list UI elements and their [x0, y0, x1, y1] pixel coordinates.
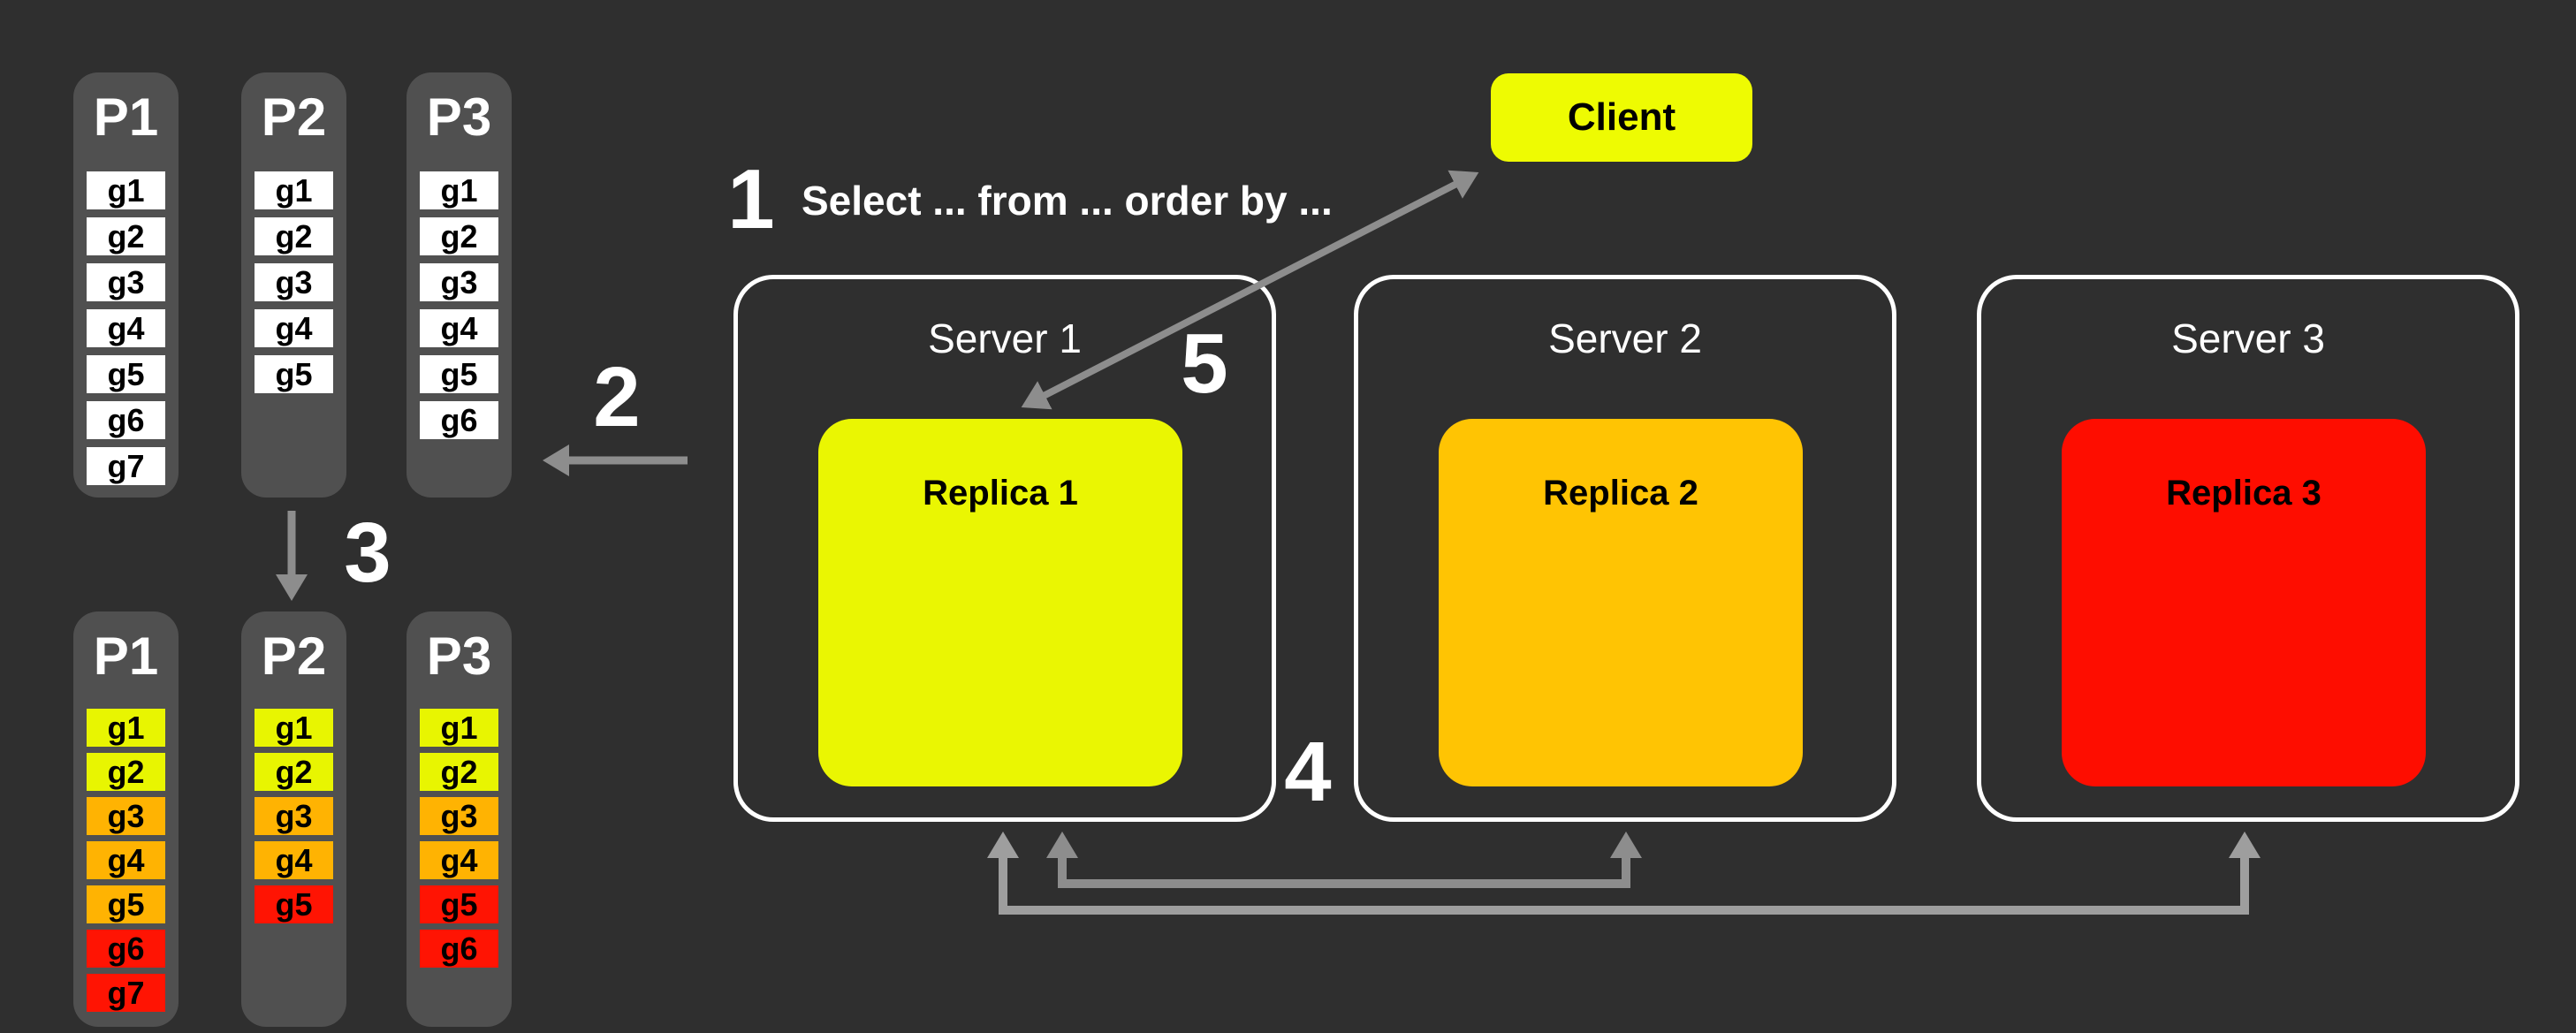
partition-cell: g3 [87, 797, 165, 835]
partition-cell: g5 [255, 355, 333, 393]
partition-cells: g1 g2 g3 g4 g5 g6 g7 [87, 171, 165, 493]
replica-label: Replica 2 [1543, 474, 1698, 513]
partition-column: P2 g1 g2 g3 g4 g5 [241, 72, 346, 498]
partition-cell: g5 [420, 355, 498, 393]
partition-cell: g6 [420, 930, 498, 968]
partition-cell: g4 [255, 841, 333, 879]
partition-cell: g1 [87, 709, 165, 747]
partition-column: P1 g1 g2 g3 g4 g5 g6 g7 [73, 611, 179, 1027]
partition-cell: g7 [87, 974, 165, 1012]
partition-cell: g2 [255, 217, 333, 255]
partition-cell: g1 [255, 171, 333, 209]
partition-cells: g1 g2 g3 g4 g5 g6 [420, 171, 498, 447]
partition-cell: g3 [255, 797, 333, 835]
step-4-label: 4 [1284, 725, 1332, 819]
partition-cell: g3 [420, 797, 498, 835]
partition-column: P1 g1 g2 g3 g4 g5 g6 g7 [73, 72, 179, 498]
partition-column: P2 g1 g2 g3 g4 g5 [241, 611, 346, 1027]
partition-cell: g6 [420, 401, 498, 439]
partition-cell: g4 [255, 309, 333, 347]
replica-box: Replica 2 [1439, 419, 1803, 786]
replica-label: Replica 3 [2166, 474, 2321, 513]
partition-cells: g1 g2 g3 g4 g5 g6 [420, 709, 498, 974]
client-node: Client [1491, 73, 1752, 162]
replica-box: Replica 3 [2062, 419, 2426, 786]
partition-cell: g4 [420, 309, 498, 347]
partition-cell: g2 [420, 753, 498, 791]
step-2-label: 2 [593, 350, 641, 444]
partition-cell: g6 [87, 401, 165, 439]
partition-cell: g5 [87, 885, 165, 923]
partition-title: P3 [426, 627, 492, 686]
replica-box: Replica 1 [818, 419, 1182, 786]
server1-server2-replication-arrow [1046, 832, 1642, 888]
partition-cell: g1 [420, 171, 498, 209]
partition-cell: g2 [87, 753, 165, 791]
partition-cell: g6 [87, 930, 165, 968]
partition-cell: g3 [420, 263, 498, 301]
partition-cell: g5 [255, 885, 333, 923]
replica-label: Replica 1 [923, 474, 1078, 513]
step-1-label: 1 [727, 152, 775, 247]
partition-column: P3 g1 g2 g3 g4 g5 g6 [407, 611, 512, 1027]
partition-cells: g1 g2 g3 g4 g5 [255, 709, 333, 930]
partition-cells: g1 g2 g3 g4 g5 g6 g7 [87, 709, 165, 1018]
step-3-label: 3 [344, 505, 391, 600]
partition-cell: g4 [87, 841, 165, 879]
partition-title: P3 [426, 87, 492, 147]
partition-cell: g5 [87, 355, 165, 393]
partition-cell: g1 [420, 709, 498, 747]
partition-column: P3 g1 g2 g3 g4 g5 g6 [407, 72, 512, 498]
server-title: Server 2 [1548, 315, 1702, 361]
partition-cell: g4 [87, 309, 165, 347]
partition-cell: g5 [420, 885, 498, 923]
partition-cell: g4 [420, 841, 498, 879]
server-box: Server 2 Replica 2 [1354, 275, 1896, 822]
server-box: Server 3 Replica 3 [1977, 275, 2519, 822]
step-5-label: 5 [1181, 316, 1228, 411]
partition-title: P2 [261, 627, 327, 686]
server1-server3-replication-arrow [987, 832, 2261, 915]
partition-title: P1 [93, 87, 159, 147]
partition-cell: g3 [87, 263, 165, 301]
partition-title: P2 [261, 87, 327, 147]
partition-cell: g1 [87, 171, 165, 209]
partition-cell: g7 [87, 447, 165, 485]
server-title: Server 3 [2171, 315, 2325, 361]
partition-cells: g1 g2 g3 g4 g5 [255, 171, 333, 401]
partition-cell: g1 [255, 709, 333, 747]
partition-title: P1 [93, 627, 159, 686]
partition-cell: g2 [420, 217, 498, 255]
partition-cell: g2 [87, 217, 165, 255]
partition-cell: g3 [255, 263, 333, 301]
query-text: Select ... from ... order by ... [802, 178, 1333, 224]
partition-cell: g2 [255, 753, 333, 791]
